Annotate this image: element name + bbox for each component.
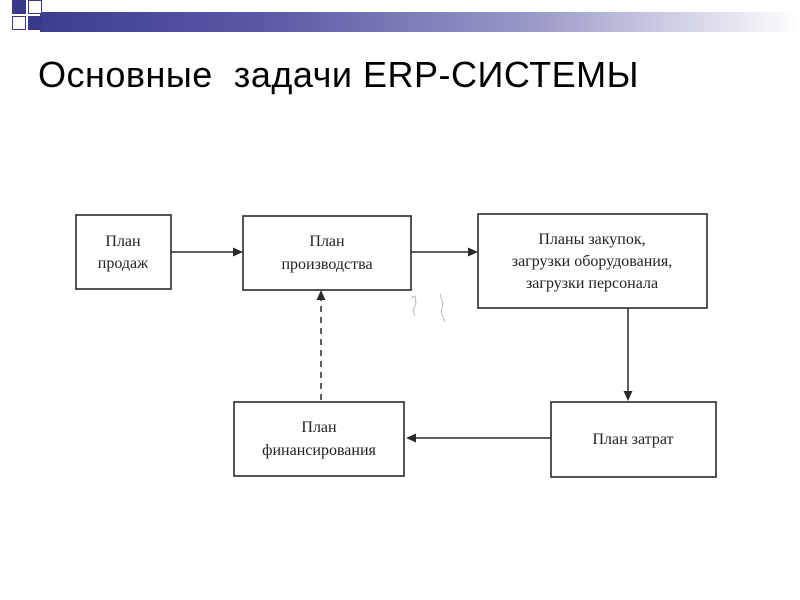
decor-square [12, 16, 26, 30]
decor-square [28, 16, 42, 30]
scan-artifact [410, 295, 417, 317]
node-label-line: План [309, 233, 345, 250]
node-procurement-plans-box [477, 213, 708, 309]
header-gradient-band [40, 12, 800, 32]
node-financing-plan: План финансирования [233, 401, 405, 477]
node-production-plan: План производства [242, 215, 412, 291]
node-label-line: План [301, 419, 337, 436]
arrowhead [406, 433, 416, 443]
node-financing-plan-box [233, 401, 405, 477]
node-label-line: План затрат [592, 431, 673, 448]
node-label-line: Планы закупок, [538, 231, 645, 248]
node-cost-plan: План затрат [550, 401, 717, 478]
node-sales-plan: План продаж [75, 214, 172, 290]
node-label-line: производства [281, 256, 372, 273]
diagram-edges [171, 247, 633, 443]
node-label-line: загрузки оборудования, [512, 253, 672, 270]
slide-title: Основные задачи ERP-СИСТЕМЫ [38, 54, 639, 95]
arrowhead [316, 290, 326, 300]
node-cost-plan-box [550, 401, 717, 478]
arrowhead [623, 391, 633, 401]
node-label-line: План [105, 233, 141, 250]
decor-square [28, 0, 42, 14]
slide-header-bar [0, 0, 800, 42]
node-procurement-plans: Планы закупок, загрузки оборудования, за… [477, 213, 708, 309]
arrowhead [233, 247, 243, 257]
decor-square [12, 0, 26, 14]
node-label-line: загрузки персонала [526, 275, 658, 292]
node-sales-plan-box [75, 214, 172, 290]
node-production-plan-box [242, 215, 412, 291]
scan-artifact [439, 293, 446, 323]
node-label-line: продаж [98, 255, 149, 272]
node-label-line: финансирования [262, 442, 376, 459]
arrowhead [468, 247, 478, 257]
